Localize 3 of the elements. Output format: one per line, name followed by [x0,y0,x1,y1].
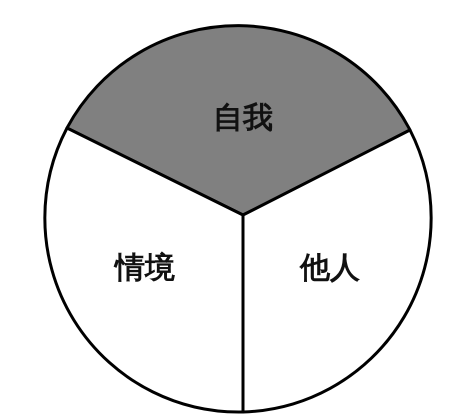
sector-label: 自我 [213,100,273,138]
sector-label: 他人 [300,250,360,288]
sector-label: 情境 [115,250,175,288]
